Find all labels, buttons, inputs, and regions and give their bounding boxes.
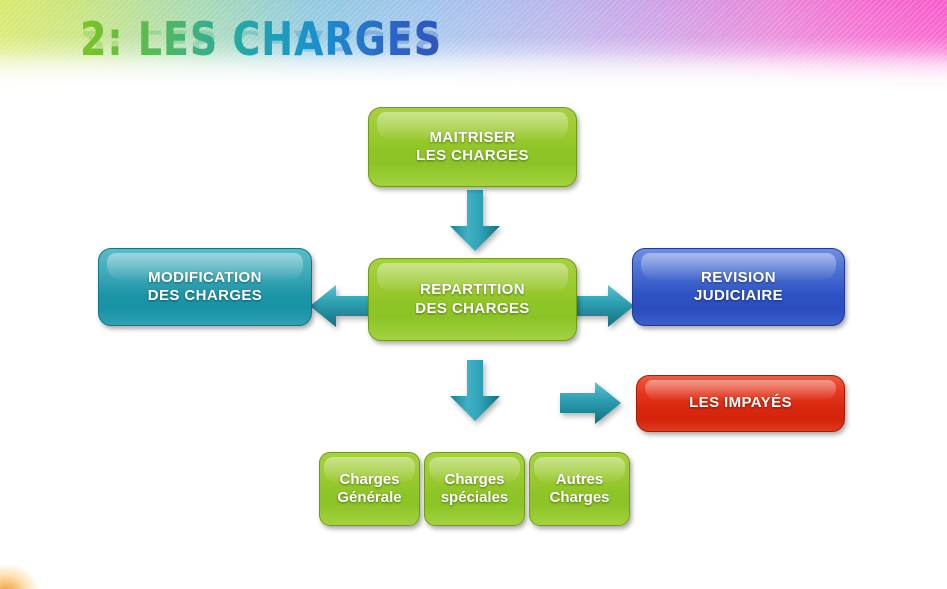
node-label-line2: Générale xyxy=(337,489,402,506)
node-label: REPARTITION DES CHARGES xyxy=(415,281,529,318)
arrow-left-icon-repartition-to-modification xyxy=(310,285,371,327)
node-charges-speciales[interactable]: Charges spéciales xyxy=(424,452,525,526)
node-modification-des-charges[interactable]: MODIFICATION DES CHARGES xyxy=(98,248,312,326)
node-label-line2: DES CHARGES xyxy=(147,287,263,304)
arrow-down-icon-maitriser-to-repartition xyxy=(450,190,500,251)
node-label: MAITRISER LES CHARGES xyxy=(416,129,529,166)
node-charges-generale[interactable]: Charges Générale xyxy=(319,452,420,526)
node-label-line1: REVISION xyxy=(701,268,776,286)
page-title: 2: LES CHARGES xyxy=(80,12,443,66)
arrow-right-icon-repartition-to-revision xyxy=(573,285,634,327)
node-label-line2: spéciales xyxy=(440,489,509,506)
node-autres-charges[interactable]: Autres Charges xyxy=(529,452,630,526)
node-label-line1: Charges xyxy=(339,470,400,488)
node-label-line1: LES IMPAYÉS xyxy=(689,394,792,412)
node-label: Charges Générale xyxy=(337,471,401,508)
node-label: Autres Charges xyxy=(549,471,609,508)
corner-smudge-decoration xyxy=(0,565,38,589)
node-label-line1: MODIFICATION xyxy=(148,268,262,286)
node-label: LES IMPAYÉS xyxy=(689,394,792,412)
node-label-line1: Autres xyxy=(555,470,604,488)
node-repartition-des-charges[interactable]: REPARTITION DES CHARGES xyxy=(368,258,577,341)
node-maitriser-les-charges[interactable]: MAITRISER LES CHARGES xyxy=(368,107,577,187)
node-label: MODIFICATION DES CHARGES xyxy=(148,269,262,306)
node-label-line1: MAITRISER xyxy=(429,128,516,146)
node-les-impayes[interactable]: LES IMPAYÉS xyxy=(636,375,845,432)
node-label-line1: REPARTITION xyxy=(420,281,525,299)
arrow-right-icon-to-impayes xyxy=(560,382,621,424)
node-label-line1: Charges xyxy=(444,470,505,488)
node-label: Charges spéciales xyxy=(441,471,509,508)
node-label-line2: JUDICIAIRE xyxy=(693,287,783,304)
node-label-line2: DES CHARGES xyxy=(415,299,530,317)
node-label: REVISION JUDICIAIRE xyxy=(694,269,783,306)
node-revision-judiciaire[interactable]: REVISION JUDICIAIRE xyxy=(632,248,845,326)
node-label-line2: LES CHARGES xyxy=(416,147,529,164)
node-label-line2: Charges xyxy=(549,489,610,506)
arrow-down-icon-repartition-to-charges xyxy=(450,360,500,421)
